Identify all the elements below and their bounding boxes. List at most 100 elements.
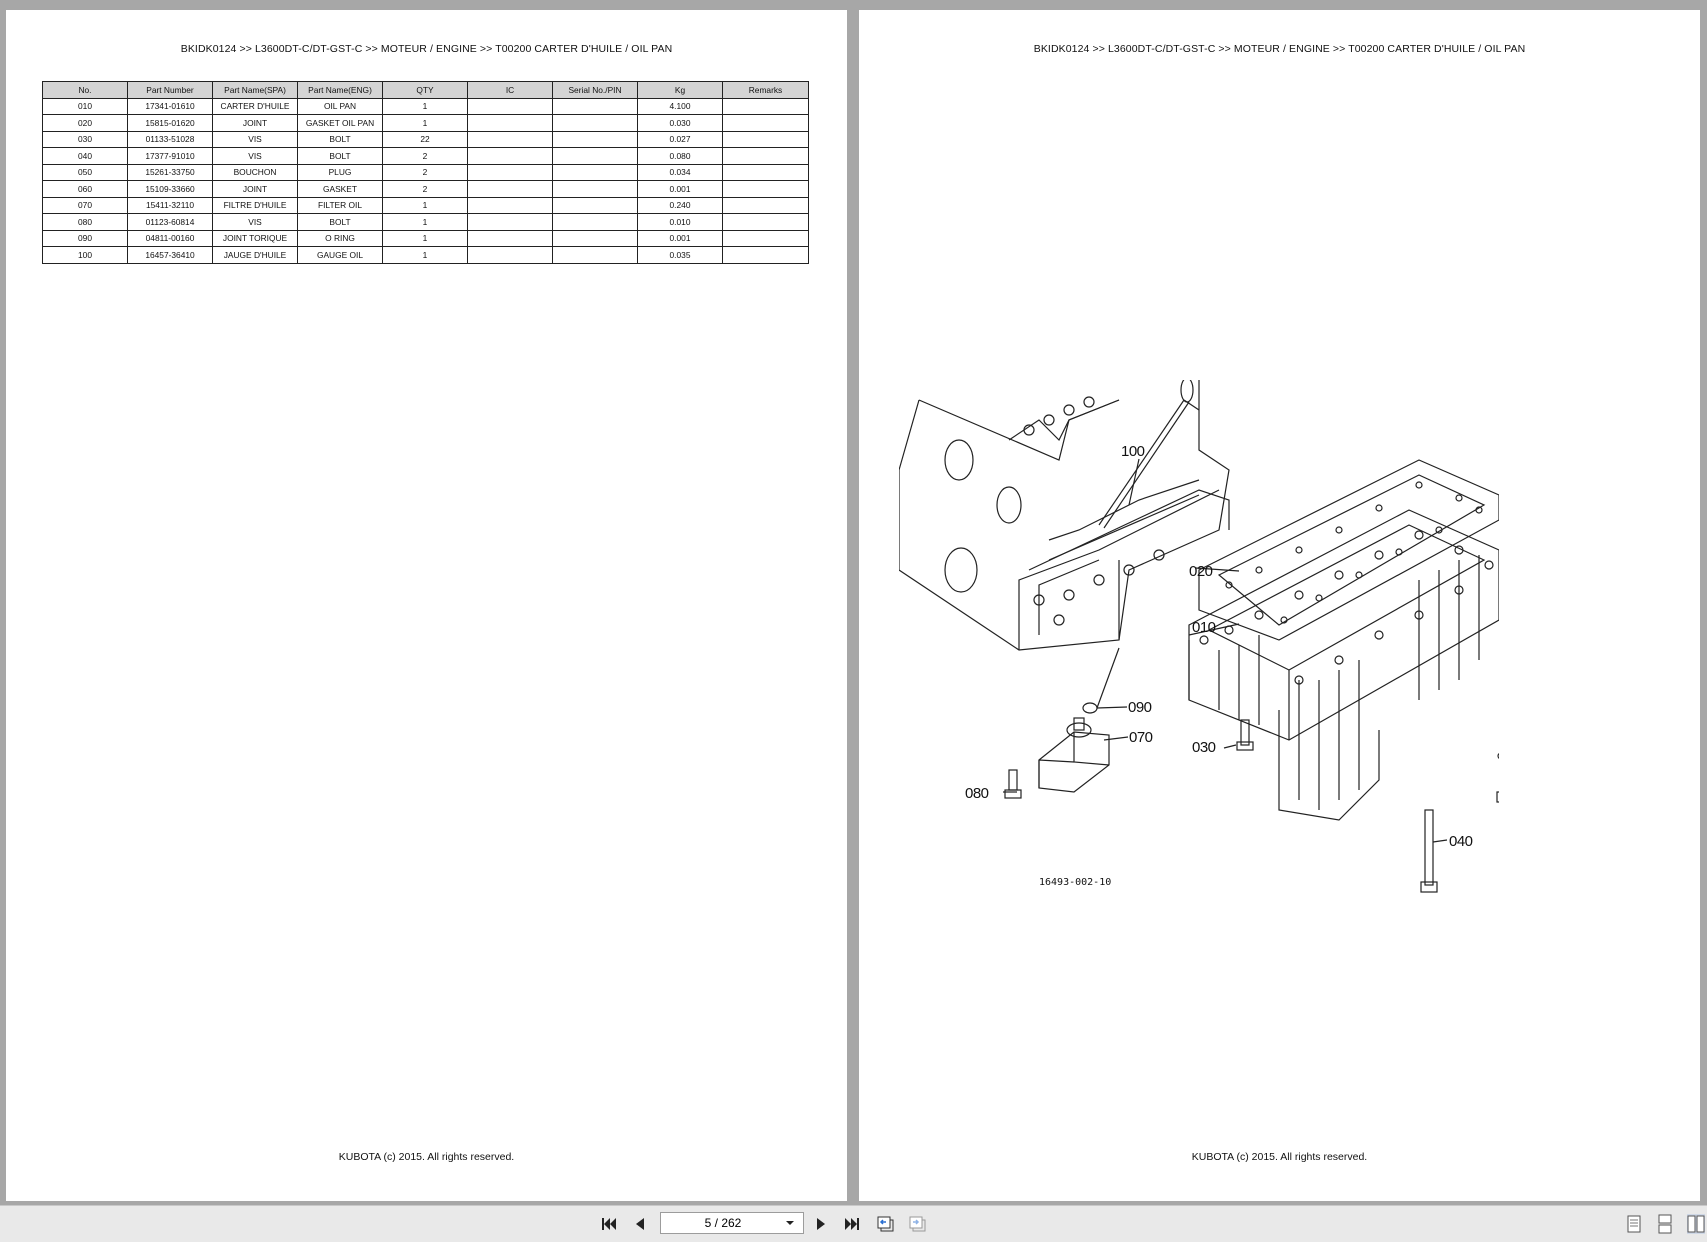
callout-080: 080: [965, 785, 989, 802]
column-header: No.: [42, 81, 128, 99]
table-cell: GASKET OIL PAN: [297, 114, 383, 132]
table-cell: 17341-01610: [127, 97, 213, 115]
table-cell: 1: [382, 196, 468, 214]
figure-id: 16493-002-10: [1039, 877, 1112, 888]
table-cell: 0.001: [637, 229, 723, 247]
table-cell: [552, 114, 638, 132]
bolt-030-drawing: [1236, 719, 1254, 751]
table-cell: 0.240: [637, 196, 723, 214]
last-page-icon[interactable]: [841, 1214, 863, 1234]
callout-070: 070: [1129, 729, 1153, 746]
copyright-footer: KUBOTA (c) 2015. All rights reserved.: [338, 1151, 515, 1163]
plug-050-drawing: [1496, 791, 1499, 803]
table-cell: [722, 114, 809, 132]
table-cell: JOINT TORIQUE: [212, 229, 298, 247]
go-forward-icon[interactable]: [907, 1214, 929, 1234]
table-cell: 010: [42, 97, 128, 115]
table-cell: [722, 163, 809, 181]
table-cell: 050: [42, 163, 128, 181]
table-cell: [722, 130, 809, 148]
table-cell: 04811-00160: [127, 229, 213, 247]
table-cell: 1: [382, 114, 468, 132]
prev-page-icon[interactable]: [629, 1214, 651, 1234]
chevron-down-icon[interactable]: [785, 1219, 795, 1227]
table-cell: 22: [382, 130, 468, 148]
table-cell: [552, 97, 638, 115]
table-cell: 15815-01620: [127, 114, 213, 132]
table-cell: 080: [42, 213, 128, 231]
table-cell: [722, 147, 809, 165]
next-page-icon[interactable]: [810, 1214, 832, 1234]
table-cell: [467, 97, 553, 115]
page-number-field[interactable]: [660, 1212, 804, 1234]
column-header: Kg: [637, 81, 723, 99]
oil-filter-drawing: [1038, 717, 1110, 793]
table-cell: 17377-91010: [127, 147, 213, 165]
bolt-080-drawing: [1004, 769, 1022, 799]
table-cell: [722, 196, 809, 214]
table-cell: JOINT: [212, 180, 298, 198]
table-cell: VIS: [212, 147, 298, 165]
table-cell: [467, 213, 553, 231]
column-header: Part Name(SPA): [212, 81, 298, 99]
table-cell: [552, 147, 638, 165]
table-cell: [467, 196, 553, 214]
first-page-icon[interactable]: [598, 1214, 620, 1234]
table-cell: [552, 213, 638, 231]
table-cell: [552, 130, 638, 148]
callout-090: 090: [1128, 699, 1152, 716]
oil-pan-drawing: [1188, 509, 1499, 821]
page-number-input[interactable]: [661, 1215, 785, 1231]
callout-030: 030: [1192, 739, 1216, 756]
two-page-view-icon[interactable]: [1687, 1214, 1705, 1234]
table-cell: [467, 130, 553, 148]
table-cell: 15411-32110: [127, 196, 213, 214]
table-cell: 16457-36410: [127, 246, 213, 264]
table-cell: GASKET: [297, 180, 383, 198]
table-cell: 0.034: [637, 163, 723, 181]
go-back-icon[interactable]: [875, 1214, 897, 1234]
table-header-row: No. Part Number Part Name(SPA) Part Name…: [42, 81, 809, 99]
o-ring-drawing: [1082, 702, 1098, 714]
table-cell: [722, 213, 809, 231]
table-cell: [722, 229, 809, 247]
gasket-drawing: [1198, 459, 1499, 641]
table-cell: 060: [42, 180, 128, 198]
table-cell: PLUG: [297, 163, 383, 181]
table-cell: 01133-51028: [127, 130, 213, 148]
viewer-toolbar: [0, 1205, 1707, 1242]
table-cell: 020: [42, 114, 128, 132]
left-page: BKIDK0124 >> L3600DT-C/DT-GST-C >> MOTEU…: [6, 10, 847, 1201]
engine-block-drawing: [899, 380, 1230, 651]
table-cell: 01123-60814: [127, 213, 213, 231]
table-cell: 4.100: [637, 97, 723, 115]
table-cell: 1: [382, 246, 468, 264]
column-header: QTY: [382, 81, 468, 99]
continuous-view-icon[interactable]: [1656, 1214, 1674, 1234]
table-cell: 0.010: [637, 213, 723, 231]
table-cell: FILTRE D'HUILE: [212, 196, 298, 214]
single-page-view-icon[interactable]: [1625, 1214, 1643, 1234]
table-cell: 090: [42, 229, 128, 247]
callout-020: 020: [1189, 563, 1213, 580]
parts-table: No. Part Number Part Name(SPA) Part Name…: [42, 81, 809, 264]
callout-010: 010: [1192, 619, 1216, 636]
table-cell: 15261-33750: [127, 163, 213, 181]
breadcrumb: BKIDK0124 >> L3600DT-C/DT-GST-C >> MOTEU…: [1033, 43, 1526, 55]
table-cell: JOINT: [212, 114, 298, 132]
table-cell: [722, 180, 809, 198]
table-cell: 0.030: [637, 114, 723, 132]
table-cell: GAUGE OIL: [297, 246, 383, 264]
right-page: BKIDK0124 >> L3600DT-C/DT-GST-C >> MOTEU…: [859, 10, 1700, 1201]
table-cell: O RING: [297, 229, 383, 247]
callout-040: 040: [1449, 833, 1473, 850]
table-cell: [467, 114, 553, 132]
copyright-footer: KUBOTA (c) 2015. All rights reserved.: [1191, 1151, 1368, 1163]
table-cell: BOUCHON: [212, 163, 298, 181]
table-cell: 030: [42, 130, 128, 148]
table-cell: [552, 229, 638, 247]
